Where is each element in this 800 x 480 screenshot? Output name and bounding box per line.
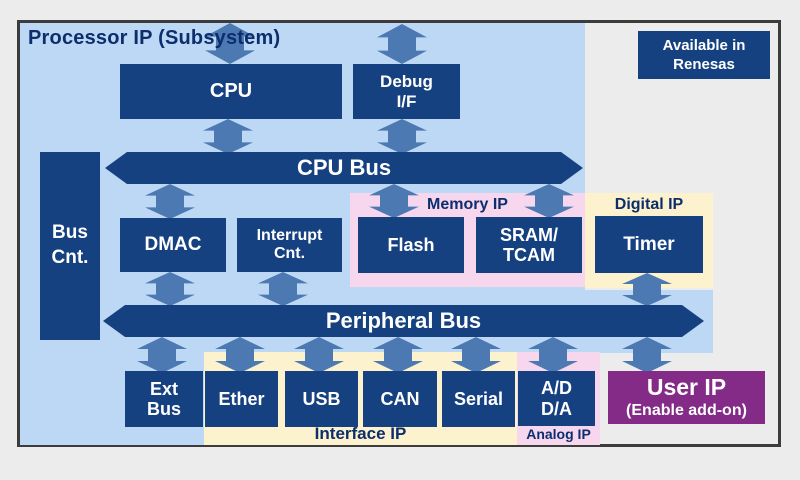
block-ether: Ether: [205, 371, 278, 427]
block-debug-if: Debug I/F: [353, 64, 460, 119]
badge-line2: Renesas: [673, 56, 735, 73]
peripheral-bus-label: Peripheral Bus: [325, 308, 482, 333]
usb-label: USB: [302, 388, 341, 409]
double-arrow-icon: [622, 273, 672, 306]
block-dmac: DMAC: [120, 218, 226, 272]
double-arrow-icon: [451, 337, 501, 373]
cpu-label: CPU: [209, 80, 253, 103]
double-arrow-icon: [369, 184, 419, 218]
double-arrow-icon: [373, 337, 423, 373]
ext-bus-line2: Bus: [146, 399, 181, 419]
block-cpu: CPU: [120, 64, 342, 119]
double-arrow-icon: [528, 337, 578, 373]
memory-ip-label: Memory IP: [427, 196, 508, 213]
double-arrow-icon: [377, 24, 427, 64]
block-sram-tcam: SRAM/ TCAM: [476, 217, 582, 273]
interface-ip-label: Interface IP: [314, 424, 407, 443]
double-arrow-icon: [145, 272, 195, 306]
flash-label: Flash: [387, 234, 435, 255]
timer-label: Timer: [623, 233, 675, 255]
double-arrow-icon: [137, 337, 187, 373]
user-ip-subtitle: (Enable add-on): [626, 401, 747, 419]
double-arrow-icon: [294, 337, 344, 373]
debug-if-line2: I/F: [396, 91, 417, 111]
block-ext-bus: Ext Bus: [125, 371, 203, 427]
block-ad-da: A/D D/A: [518, 371, 595, 426]
double-arrow-icon: [205, 23, 255, 64]
ad-da-line1: A/D: [541, 378, 572, 399]
double-arrow-icon: [145, 184, 195, 219]
double-arrow-icon: [203, 119, 253, 154]
debug-if-line1: Debug: [380, 72, 433, 92]
double-arrow-icon: [258, 272, 308, 306]
block-flash: Flash: [358, 217, 464, 273]
sram-line2: TCAM: [503, 245, 555, 265]
double-arrow-icon: [215, 337, 265, 373]
ether-label: Ether: [218, 388, 265, 409]
interrupt-line2: Cnt.: [273, 245, 306, 262]
block-usb: USB: [285, 371, 358, 427]
cpu-bus-label: CPU Bus: [296, 155, 392, 180]
double-arrow-icon: [377, 119, 427, 154]
peripheral-bus-bar: Peripheral Bus: [103, 305, 704, 337]
dmac-label: DMAC: [144, 234, 202, 256]
bus-cnt-line1: Bus: [52, 222, 88, 244]
digital-ip-label: Digital IP: [614, 196, 684, 213]
block-timer: Timer: [595, 216, 703, 273]
block-interrupt-cnt: Interrupt Cnt.: [237, 218, 342, 272]
ad-da-line2: D/A: [541, 398, 572, 419]
ext-bus-line1: Ext: [149, 378, 178, 399]
user-ip-title: User IP: [646, 374, 727, 401]
interrupt-line1: Interrupt: [256, 227, 323, 245]
can-label: CAN: [380, 388, 420, 409]
double-arrow-icon: [622, 337, 672, 373]
sram-line1: SRAM/: [500, 224, 558, 245]
block-can: CAN: [363, 371, 437, 427]
analog-ip-label: Analog IP: [526, 426, 591, 442]
block-bus-cnt: Bus Cnt.: [40, 152, 100, 340]
block-user-ip: User IP (Enable add-on): [608, 371, 765, 424]
double-arrow-icon: [524, 184, 574, 218]
serial-label: Serial: [453, 388, 504, 409]
diagram-title: Processor IP (Subsystem): [28, 27, 281, 49]
cpu-bus-bar: CPU Bus: [105, 152, 583, 184]
available-in-renesas-badge: Available in Renesas: [638, 31, 770, 79]
bus-cnt-line2: Cnt.: [51, 247, 89, 268]
block-serial: Serial: [442, 371, 515, 427]
badge-line1: Available in: [662, 36, 746, 54]
